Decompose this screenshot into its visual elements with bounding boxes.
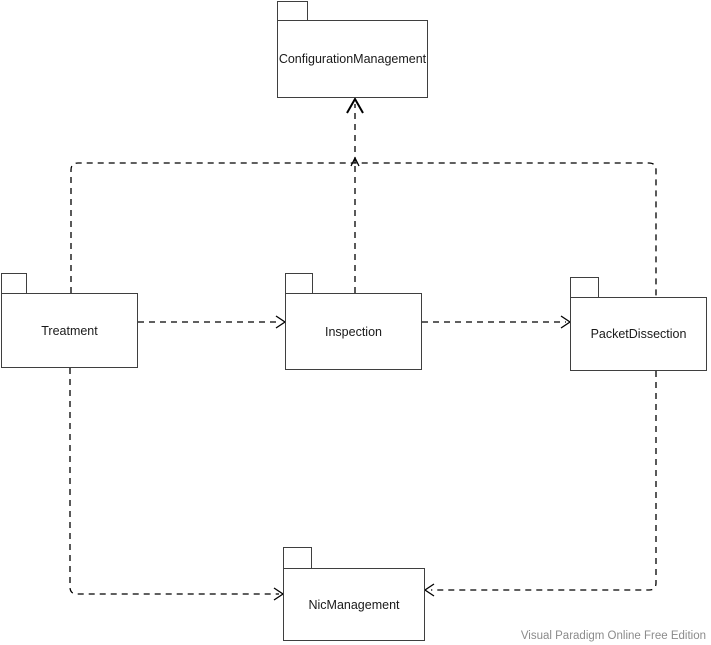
package-label: NicManagement <box>308 597 400 612</box>
package-label: Inspection <box>325 324 382 339</box>
package-tab <box>283 547 312 569</box>
package-body[interactable]: Treatment <box>1 293 138 368</box>
package-tab <box>285 273 313 294</box>
package-body[interactable]: PacketDissection <box>570 297 707 371</box>
dependency-inspection-to-configurationmanagement[interactable] <box>350 156 360 293</box>
dependency-treatment-packetdissection-elbow[interactable] <box>70 162 657 297</box>
package-label: PacketDissection <box>590 327 687 341</box>
watermark-text: Visual Paradigm Online Free Edition <box>520 630 706 642</box>
dependency-treatment-to-inspection[interactable] <box>138 315 287 329</box>
package-tab <box>277 1 308 21</box>
package-body[interactable]: ConfigurationManagement <box>277 20 428 98</box>
dependency-into-configurationmanagement[interactable] <box>346 96 364 163</box>
package-tab <box>570 277 599 298</box>
dependency-inspection-to-packetdissection[interactable] <box>422 315 572 329</box>
package-tab <box>1 273 27 294</box>
package-label: Treatment <box>41 323 98 338</box>
package-label: ConfigurationManagement <box>278 52 427 66</box>
package-body[interactable]: Inspection <box>285 293 422 370</box>
dependency-packetdissection-to-nicmanagement[interactable] <box>423 371 657 597</box>
package-body[interactable]: NicManagement <box>283 568 425 641</box>
dependency-treatment-to-nicmanagement[interactable] <box>69 368 285 601</box>
